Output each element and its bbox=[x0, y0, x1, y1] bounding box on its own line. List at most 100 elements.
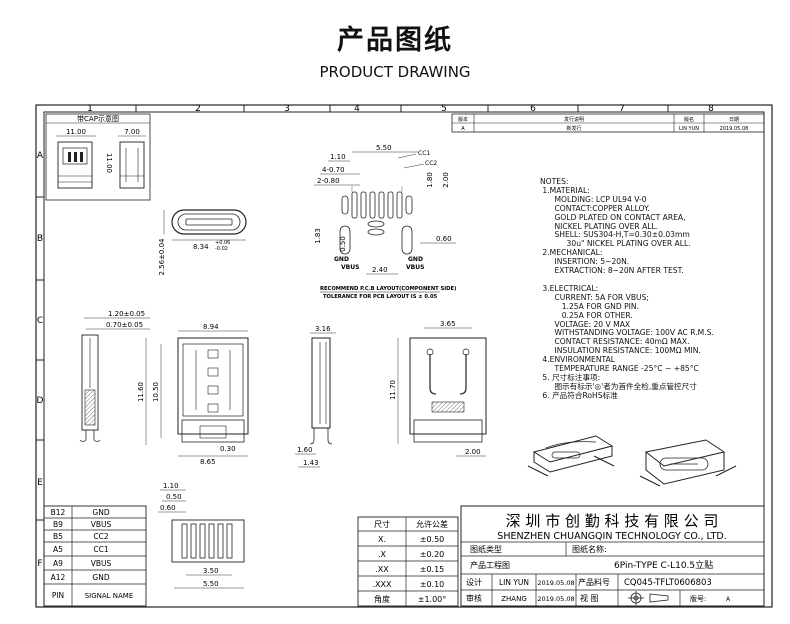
grid-col-label: 5 bbox=[441, 104, 447, 114]
tolerance-size: 角度 bbox=[374, 594, 390, 604]
tolerance-size: .XX bbox=[375, 565, 389, 574]
check-date: 2019.05.08 bbox=[537, 595, 574, 603]
pin-header: PIN bbox=[52, 591, 64, 600]
tolerance-value: ±0.20 bbox=[420, 550, 445, 559]
engineer-label: 产品工程图 bbox=[470, 560, 510, 570]
dim-label: 0.70±0.05 bbox=[106, 321, 143, 329]
dim-label: 1.83 bbox=[314, 228, 322, 244]
dim-label: 7.00 bbox=[124, 128, 140, 136]
tolerance-table: 尺寸 允许公差 X. ±0.50 .X ±0.20 .XX ±0.15 .XXX… bbox=[357, 516, 459, 607]
pin-number: A12 bbox=[51, 573, 66, 582]
dim-label: 1.10 bbox=[163, 482, 179, 490]
back-view: 3.65 11.70 2.00 bbox=[389, 320, 487, 457]
dim-label: 0.50 bbox=[166, 493, 182, 501]
grid-row-label: B bbox=[37, 234, 43, 244]
dim-label: 5.50 bbox=[376, 144, 392, 152]
pin-number: A9 bbox=[53, 559, 63, 568]
tolerance-size: .XXX bbox=[373, 580, 393, 589]
dim-label: 11.60 bbox=[137, 382, 145, 402]
pin-label-vbus: VBUS bbox=[341, 264, 359, 271]
cap-schematic: 带CAP示意图 11.00 7.00 11.00 bbox=[45, 113, 151, 201]
view-label: 视 图 bbox=[580, 593, 599, 603]
revision-header: 版本 bbox=[458, 116, 468, 123]
tolerance-value: ±0.50 bbox=[420, 535, 445, 544]
dim-label: 11.00 bbox=[66, 128, 86, 136]
pin-label-gnd: GND bbox=[408, 256, 423, 263]
grid-row-label: E bbox=[37, 478, 43, 488]
revision-header: 发行说明 bbox=[564, 116, 584, 123]
revision-cell: LIN YUN bbox=[679, 126, 699, 132]
title-block: 深 圳 市 创 勤 科 技 有 限 公 司 SHENZHEN CHUANGQIN… bbox=[460, 505, 765, 607]
grid-rows: A B C D E F bbox=[36, 151, 44, 569]
dim-label: 2.00 bbox=[442, 172, 450, 188]
version-label: 版号: bbox=[690, 594, 706, 603]
dim-label: 0.50 bbox=[339, 236, 347, 252]
pin-label-cc1: CC1 bbox=[418, 150, 430, 157]
pin-label-vbus: VBUS bbox=[406, 264, 424, 271]
pin-signal: CC2 bbox=[93, 532, 108, 541]
dim-label: 5.50 bbox=[203, 580, 219, 588]
dim-label: 1.80 bbox=[426, 172, 434, 188]
pin-table: B12 GND B9 VBUS B5 CC2 A5 CC1 A9 VBUS A1… bbox=[43, 505, 147, 607]
dim-label: 8.65 bbox=[200, 458, 216, 466]
dim-label: 3.50 bbox=[203, 567, 219, 575]
grid-col-label: 7 bbox=[619, 104, 625, 114]
grid-col-label: 1 bbox=[87, 104, 93, 114]
tolerance-value: ±0.15 bbox=[420, 565, 445, 574]
pin-signal: VBUS bbox=[91, 559, 112, 568]
grid-col-label: 3 bbox=[284, 104, 290, 114]
pcb-pads bbox=[339, 191, 413, 255]
pin-signal: GND bbox=[92, 508, 109, 517]
pin-label-cc2: CC2 bbox=[425, 160, 437, 167]
side-section-view: 1.20±0.05 0.70±0.05 bbox=[79, 310, 150, 442]
drawing-name-label: 图纸名称: bbox=[572, 544, 607, 554]
checker-name: ZHANG bbox=[501, 595, 527, 603]
company-name-en: SHENZHEN CHUANGQIN TECHNOLOGY CO., LTD. bbox=[497, 531, 726, 542]
cap-title: 带CAP示意图 bbox=[77, 114, 119, 123]
layout-note: RECOMMEND P.C.B LAYOUT(COMPONENT SIDE) bbox=[320, 286, 456, 292]
pin-signal: VBUS bbox=[91, 520, 112, 529]
dim-label: 2.56±0.04 bbox=[158, 238, 166, 276]
part-number: CQ045-TFLT0606803 bbox=[624, 578, 712, 588]
revision-table: 版本 发行说明 版名 日期 A 新发行 LIN YUN 2019.05.08 bbox=[451, 113, 765, 133]
dim-label: 1.43 bbox=[303, 459, 319, 467]
dim-label: 1.60 bbox=[297, 446, 313, 454]
layout-note: TOLERANCE FOR PCB LAYOUT IS ± 0.05 bbox=[323, 294, 438, 300]
page-subtitle: PRODUCT DRAWING bbox=[319, 63, 471, 81]
pcb-layout-view: 1.10 5.50 4-0.70 2-0.80 CC1 CC2 1.80 2.0… bbox=[314, 144, 456, 300]
main-view: 8.94 11.60 10.50 0.30 8.65 bbox=[137, 323, 249, 466]
tolerance-size: X. bbox=[378, 535, 386, 544]
dim-label: 11.70 bbox=[389, 380, 397, 400]
revision-cell: A bbox=[461, 126, 465, 132]
grid-row-label: F bbox=[37, 559, 42, 569]
designer-name: LIN YUN bbox=[499, 578, 529, 587]
isometric-views bbox=[527, 435, 737, 487]
dim-label: 0.60 bbox=[160, 504, 176, 512]
dim-label: 2.00 bbox=[465, 448, 481, 456]
dim-label: 8.34 bbox=[193, 243, 209, 251]
dim-label: 11.00 bbox=[105, 153, 113, 173]
version-value: A bbox=[726, 596, 731, 603]
grid-row-label: C bbox=[37, 316, 43, 326]
page-title: 产品图纸 bbox=[337, 25, 453, 56]
dim-label: 1.10 bbox=[330, 153, 346, 161]
pin-signal: GND bbox=[92, 573, 109, 582]
dim-label: 0.60 bbox=[436, 235, 452, 243]
bottom-view: 1.10 0.50 0.60 3.50 5.50 bbox=[158, 482, 245, 589]
tolerance-header: 尺寸 bbox=[374, 519, 390, 529]
pin-header: SIGNAL NAME bbox=[85, 592, 134, 600]
dim-label: 8.94 bbox=[203, 323, 219, 331]
dim-label: 1.20±0.05 bbox=[108, 310, 145, 318]
drawing-type-label: 图纸类型 bbox=[470, 544, 502, 554]
revision-header: 日期 bbox=[729, 117, 739, 123]
design-label: 设计 bbox=[466, 577, 482, 587]
dim-label: 10.50 bbox=[152, 382, 160, 402]
tolerance-size: .X bbox=[378, 550, 387, 559]
front-view: 8.34 +0.06 -0.02 2.56±0.04 bbox=[158, 209, 247, 276]
grid-col-label: 8 bbox=[708, 104, 714, 114]
pin-number: A5 bbox=[53, 545, 63, 554]
dim-label: 3.16 bbox=[315, 325, 331, 333]
part-number-label: 产品料号 bbox=[578, 577, 610, 587]
revision-cell: 2019.05.08 bbox=[720, 126, 749, 132]
